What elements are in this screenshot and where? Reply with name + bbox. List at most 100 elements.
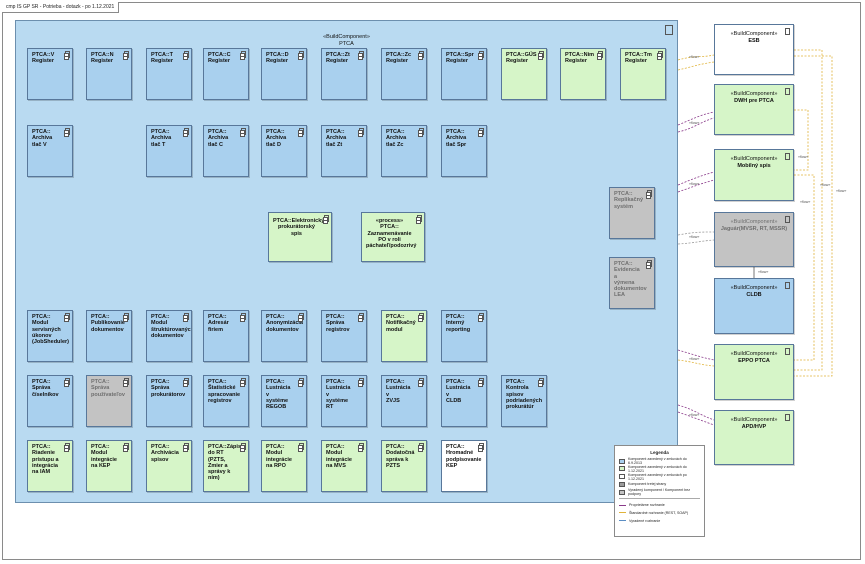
component-label: PTCA:: Interný reporting [446,314,471,333]
component-icon [646,190,652,199]
ptca-archiva-c[interactable]: PTCA:: Archíva tlač C [203,125,249,177]
component-icon [183,378,189,387]
diagram-title: cmp IS GP SR - Potrieba - dotazk - po 1.… [2,2,120,13]
ptca-modul-strukturovanych[interactable]: PTCA:: Modul štruktúrovaných dokumentov [146,310,192,362]
ptca-modul-sluzobnych[interactable]: PTCA:: Modul servisných úkonov (JobShedu… [27,310,73,362]
component-label: PTCA:: Evidencia a výmena dokumentov LEA [614,261,647,299]
component-icon [418,378,424,387]
ptca-archiva-d[interactable]: PTCA:: Archíva tlač D [261,125,307,177]
ptca-modul-kep[interactable]: PTCA:: Modul integrácie na KEP [86,440,132,492]
flow-bus-4 [794,174,815,361]
ptca-nim-register[interactable]: PTCA::Nim Register [560,48,606,100]
ptca-dodatocna-sprava[interactable]: PTCA:: Dodatočná správa k PZTS [381,440,427,492]
ptca-riadenie-pristupu[interactable]: PTCA:: Riadenie prístupu a integrácia na… [27,440,73,492]
external-stereotype: «BuildComponent» [730,91,778,97]
ptca-archiva-zt[interactable]: PTCA:: Archíva tlač Zt [321,125,367,177]
legend-item: Vyradený komponent / Komponent bez podpo… [619,488,700,497]
legend-line-sample [619,520,626,522]
component-icon [240,378,246,387]
flow-label-bus-4: «flow» [800,200,810,204]
ptca-modul-mvs[interactable]: PTCA:: Modul integrácie na MVS [321,440,367,492]
ptca-zapis-rt[interactable]: PTCA::Zápis do RT (PZTS, Zmier a správy … [203,440,249,492]
external-name: Jaguár(MVSR, RT, MSSR) [720,225,788,232]
flow-esb-1 [677,54,715,61]
ptca-elektronicky-spis[interactable]: PTCA::Elektronický prokurátorský spis [268,212,332,262]
ptca-statisticke[interactable]: PTCA:: Štatistické spracovanie registrov [203,375,249,427]
ptca-archiva-t[interactable]: PTCA:: Archíva tlač T [146,125,192,177]
component-label: PTCA:: Archivácia spisov [151,444,179,463]
ptca-v-register[interactable]: PTCA::V Register [27,48,73,100]
component-icon [358,443,364,452]
component-icon [597,51,603,60]
component-label: PTCA::D Register [266,52,289,65]
ptca-interny-reporting[interactable]: PTCA:: Interný reporting [441,310,487,362]
component-label: PTCA:: Modul servisných úkonov (JobShedu… [32,314,69,346]
flow-dwh-1 [677,111,715,126]
ptca-archivacia-spisov[interactable]: PTCA:: Archivácia spisov [146,440,192,492]
ptca-sprava-registrov[interactable]: PTCA:: Správa registrov [321,310,367,362]
external-eppo[interactable]: «BuildComponent»EPPO PTCA [714,344,794,400]
component-label: PTCA:: Modul integrácie na MVS [326,444,352,469]
legend-line-item: Proprietárne rozhranie [619,502,700,508]
component-icon [538,51,544,60]
ptca-zaznamenavanie[interactable]: «process» PTCA:: Zaznamenávanie PO v rol… [361,212,425,262]
ptca-publikovanie[interactable]: PTCA:: Publikovanie dokumentov [86,310,132,362]
component-icon [240,51,246,60]
flow-bus-2 [794,55,833,377]
ptca-lustracia-zvjs[interactable]: PTCA:: Lustrácia v ZVJS [381,375,427,427]
component-label: PTCA:: Modul integrácie na KEP [91,444,117,469]
component-icon [298,128,304,137]
component-icon [785,414,790,421]
external-cldb[interactable]: «BuildComponent»CLDB [714,278,794,334]
ptca-d-register[interactable]: PTCA::D Register [261,48,307,100]
ptca-lustracia-rt[interactable]: PTCA:: Lustrácia v systéme RT [321,375,367,427]
ptca-sprava-prokuratorov[interactable]: PTCA:: Správa prokurátorov [146,375,192,427]
ptca-c-register[interactable]: PTCA::C Register [203,48,249,100]
external-name: Mobilný spis [737,162,771,169]
ptca-archiva-spr[interactable]: PTCA:: Archíva tlač Spr [441,125,487,177]
component-label: PTCA:: Notifikačný modul [386,314,416,333]
external-esb[interactable]: «BuildComponent»ESB [714,24,794,75]
ptca-lustracia-cldb[interactable]: PTCA:: Lustrácia v CLDB [441,375,487,427]
ptca-sprava-ciselnikov[interactable]: PTCA:: Správa číselníkov [27,375,73,427]
component-label: PTCA:: Kontrola spisov podriadených prok… [506,379,543,411]
component-icon [418,128,424,137]
ptca-zc-register[interactable]: PTCA::Zc Register [381,48,427,100]
legend-item-label: Vyradený komponent / Komponent bez podpo… [628,488,690,497]
ptca-sprava-pouzivatelov[interactable]: PTCA:: Správa používateľov [86,375,132,427]
component-icon [183,313,189,322]
ptca-hromadne-kep[interactable]: PTCA:: Hromadné podpisovanie KEP [441,440,487,492]
ptca-spr-register[interactable]: PTCA::Spr Register [441,48,487,100]
ptca-archiva-zc[interactable]: PTCA:: Archíva tlač Zc [381,125,427,177]
component-icon [358,313,364,322]
ptca-modul-rpo[interactable]: PTCA:: Modul integrácie na RPO [261,440,307,492]
ptca-archiva-v[interactable]: PTCA:: Archíva tlač V [27,125,73,177]
ptca-lustracia-regob[interactable]: PTCA:: Lustrácia v systéme REGOB [261,375,307,427]
ptca-anonymizacia[interactable]: PTCA:: Anonymizácia dokumentov [261,310,307,362]
external-apd[interactable]: «BuildComponent»APD/HVP [714,410,794,465]
component-label: PTCA::GÚS Register [506,52,537,65]
component-label: PTCA::Spr Register [446,52,474,65]
component-label: PTCA:: Modul integrácie na RPO [266,444,292,469]
ptca-gus-register[interactable]: PTCA::GÚS Register [501,48,547,100]
ptca-zt-register[interactable]: PTCA::Zt Register [321,48,367,100]
external-dwh[interactable]: «BuildComponent»DWH pre PTCA [714,84,794,135]
ptca-adresar[interactable]: PTCA:: Adresár firiem [203,310,249,362]
external-jaguar[interactable]: «BuildComponent»Jaguár(MVSR, RT, MSSR) [714,212,794,267]
component-icon [240,128,246,137]
flow-bus-1 [794,49,823,371]
ptca-n-register[interactable]: PTCA::N Register [86,48,132,100]
legend-line-item: Vyradené rozhranie [619,518,700,524]
ptca-notifikacny-modul[interactable]: PTCA:: Notifikačný modul [381,310,427,362]
component-label: PTCA:: Modul štruktúrovaných dokumentov [151,314,192,339]
component-label: PTCA:: Správa prokurátorov [151,379,186,398]
ptca-replikacny-system[interactable]: PTCA:: Replikačný systém [609,187,655,239]
external-name: DWH pre PTCA [734,97,774,104]
ptca-kontrola-spisov[interactable]: PTCA:: Kontrola spisov podriadených prok… [501,375,547,427]
external-mobilny-spis[interactable]: «BuildComponent»Mobilný spis [714,149,794,201]
ptca-evidencia-lea[interactable]: PTCA:: Evidencia a výmena dokumentov LEA [609,257,655,309]
ptca-t-register[interactable]: PTCA::T Register [146,48,192,100]
component-label: PTCA::V Register [32,52,55,65]
ptca-tm-register[interactable]: PTCA::Tm Register [620,48,666,100]
flow-jaguar-1 [677,231,715,236]
